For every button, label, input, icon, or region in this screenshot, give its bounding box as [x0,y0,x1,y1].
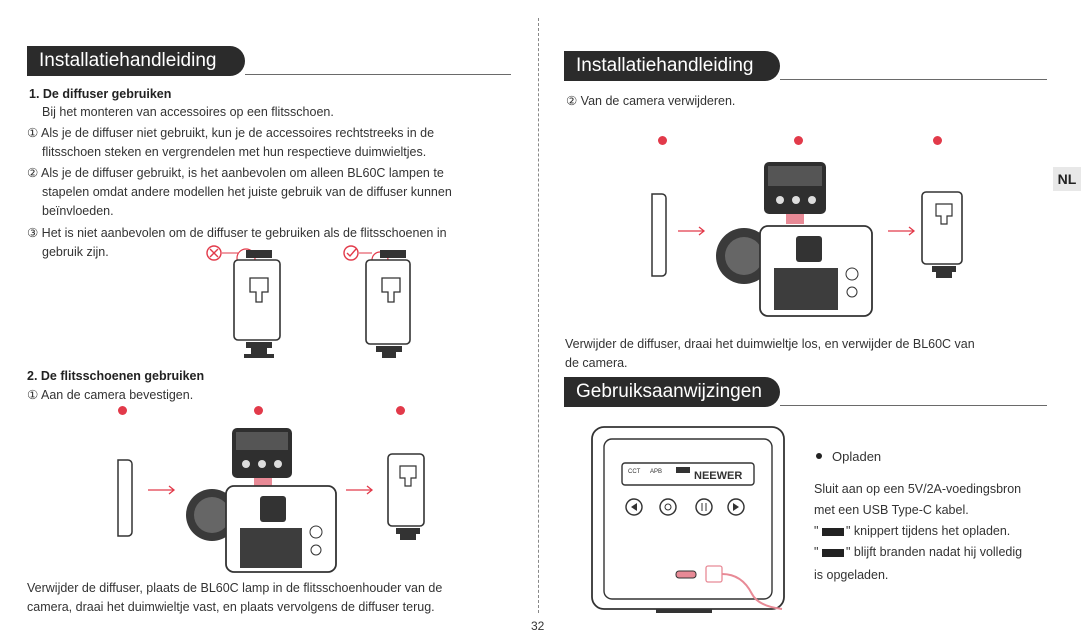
step-marker-3 [396,406,405,415]
section2-item: ① Aan de camera bevestigen. [27,388,194,402]
device-front-illustration: CCT APB NEEWER [591,426,785,613]
usage-heading-banner: Gebruiksaanwijzingen [564,377,780,407]
section2-title: 2. De flitsschoenen gebruiken [27,369,205,383]
charge-line3: " knippert tijdens het opladen. [846,524,1011,538]
device-cct-label: CCT [628,469,641,475]
section1-intro: Bij het monteren van accessoires op een … [42,105,334,119]
right-heading: Installatiehandleiding [576,55,754,76]
device-apb-label: APB [650,469,662,475]
charge-title: Opladen [832,449,882,464]
charge-line5: is opgeladen. [814,568,889,582]
right-heading-banner: Installatiehandleiding [564,51,780,81]
page-divider [538,18,539,613]
right-caption-line1: Verwijder de diffuser, draai het duimwie… [565,337,975,351]
item3-line1: ③ Het is niet aanbevolen om de diffuser … [27,226,447,240]
attach-to-camera-illustration [117,428,425,573]
item2-line1: ② Als je de diffuser gebruikt, is het aa… [27,166,444,180]
usage-heading: Gebruiksaanwijzingen [576,381,762,402]
item2-line3: beïnvloeden. [42,204,114,218]
item2-line2: stapelen omdat andere modellen het juist… [42,185,452,199]
step-marker-remove-1 [658,136,667,145]
step-marker-remove-3 [933,136,942,145]
charge-line3-text: knippert tijdens het opladen. [853,524,1011,538]
left-heading: Installatiehandleiding [39,50,217,71]
right-heading-rule [780,79,1047,80]
bullet-icon [816,453,822,459]
language-tab: NL [1053,167,1081,191]
remove-item: ② Van de camera verwijderen. [566,94,736,108]
charge-line4: " blijft branden nadat hij volledig [846,545,1023,559]
usage-heading-rule [780,405,1047,406]
remove-from-camera-illustration [651,162,963,317]
item1-line1: ① Als je de diffuser niet gebruikt, kun … [27,126,435,140]
charge-line4-prefix: " [814,545,819,559]
charge-line4-text: blijft branden nadat hij volledig [853,545,1023,559]
left-caption-line2: camera, draai het duimwieltje vast, en p… [27,600,435,614]
battery-icon-full [822,549,844,557]
device-brand: NEEWER [694,470,742,482]
battery-icon-blinking [822,528,844,536]
left-heading-banner: Installatiehandleiding [27,46,245,76]
step-marker-remove-2 [794,136,803,145]
section1-title: 1. De diffuser gebruiken [29,87,172,101]
step-marker-2 [254,406,263,415]
diffuser-comparison-illustration [206,245,411,358]
step-marker-1 [118,406,127,415]
right-caption-line2: de camera. [565,356,628,370]
page-number: 32 [531,619,545,633]
device-buttons [625,498,745,516]
left-heading-rule [245,74,511,75]
charge-line1: Sluit aan op een 5V/2A-voedingsbron [814,482,1022,496]
left-caption-line1: Verwijder de diffuser, plaats de BL60C l… [27,581,443,595]
item3-line2: gebruik zijn. [42,245,109,259]
charge-line3-prefix: " [814,524,819,538]
item1-line2: flitsschoen steken en vergrendelen met h… [42,145,427,159]
charge-line2: met een USB Type-C kabel. [814,503,969,517]
